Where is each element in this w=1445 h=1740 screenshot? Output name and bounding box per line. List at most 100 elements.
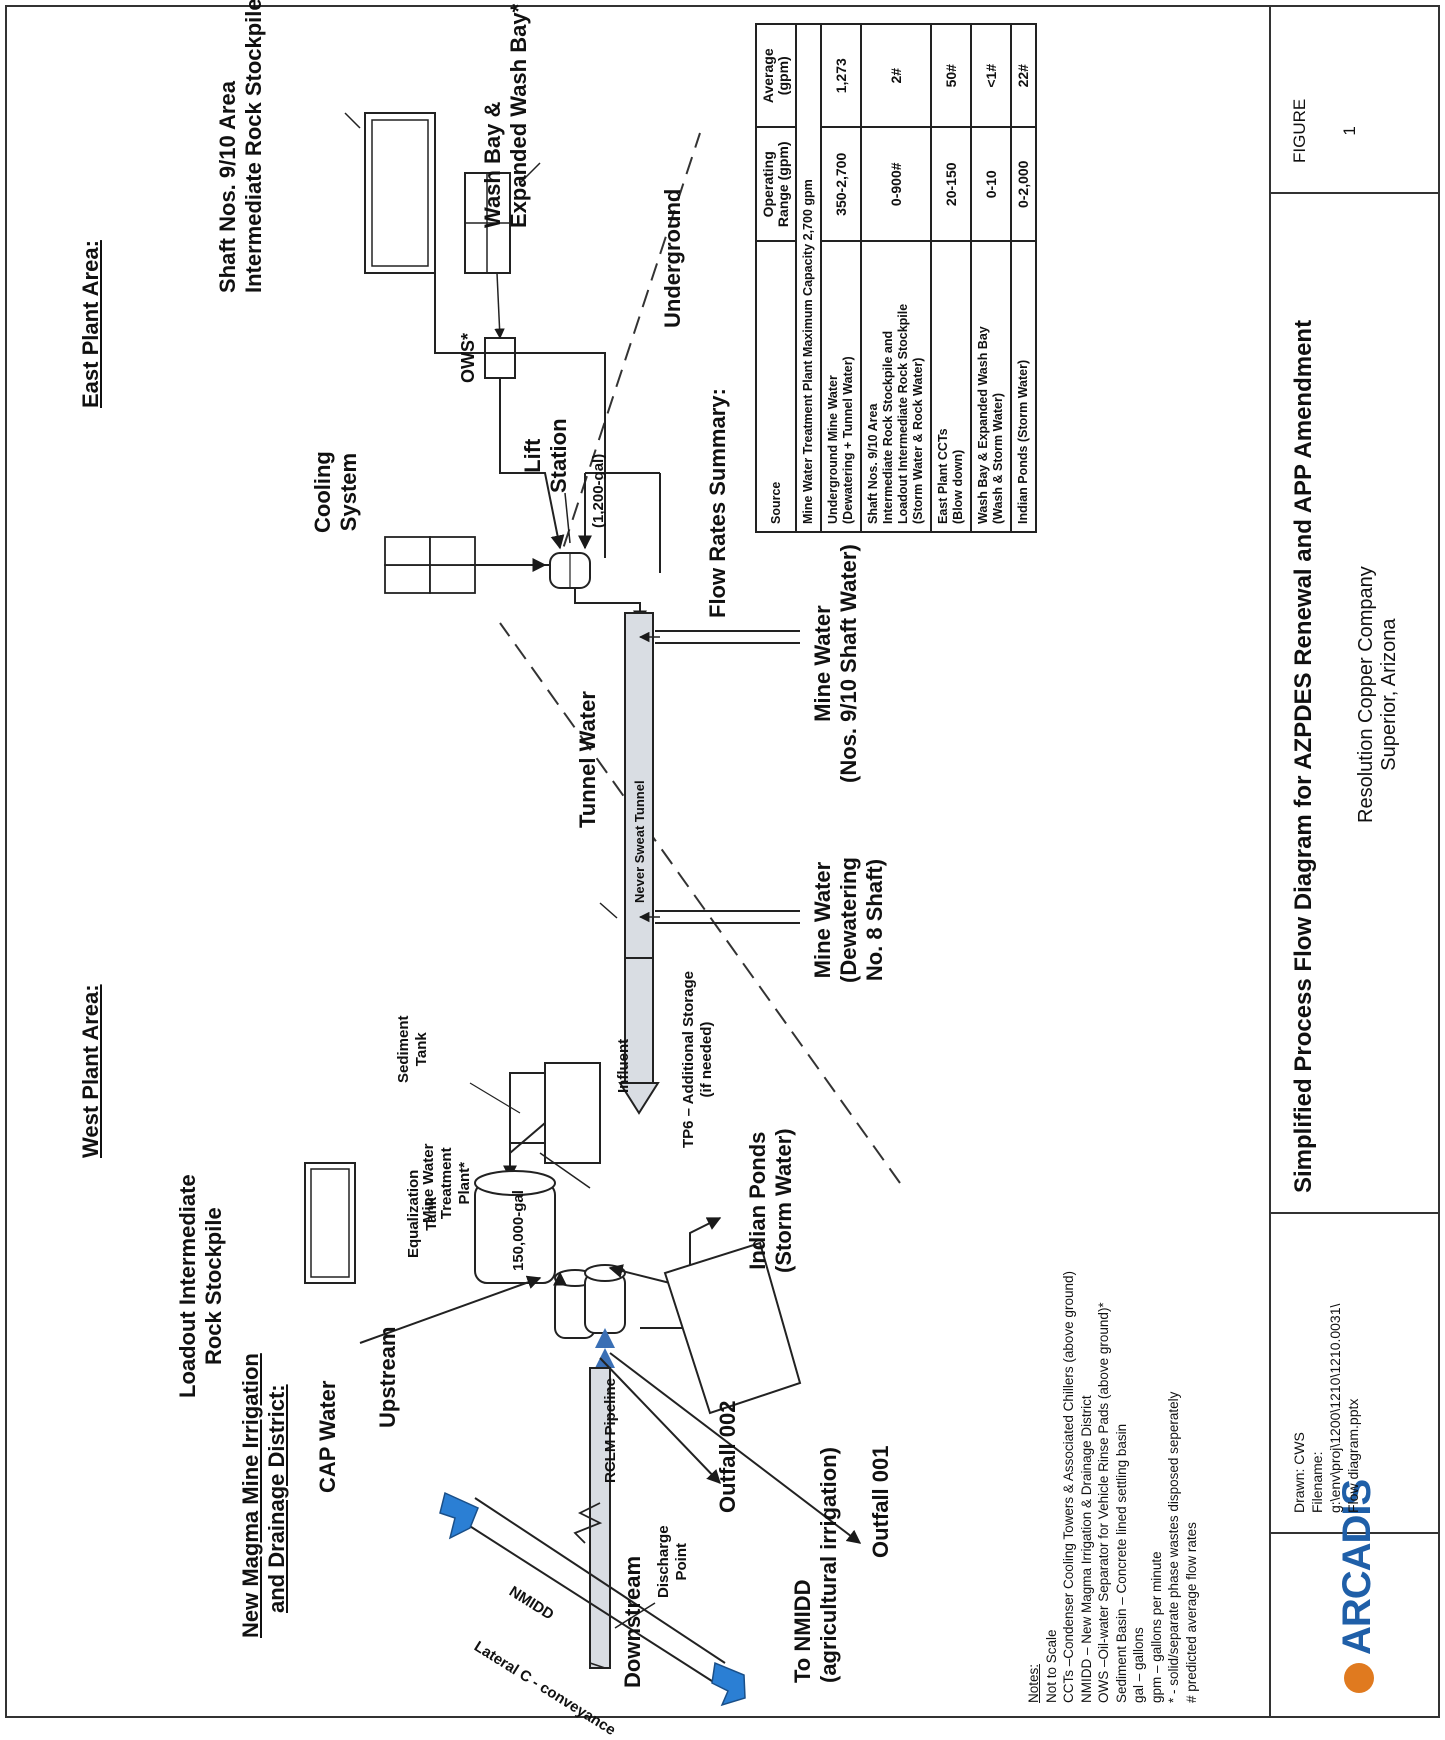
loadout-stockpile-symbol [304, 1162, 356, 1284]
table-row: East Plant CCTs(Blow down) 20-150 50# [931, 24, 971, 532]
influent-label: Influent [615, 1038, 632, 1093]
downstream-label: Downstream [620, 1555, 645, 1688]
note-line: gpm – gallons per minute [1148, 1551, 1164, 1703]
filename-path: g:\env\proj\1200\1210\1210.0031\ [1327, 1303, 1343, 1513]
note-line: * - solid/separate phase wastes disposed… [1166, 1391, 1181, 1703]
ows-symbol [484, 337, 516, 379]
cooling-system-symbol [384, 536, 476, 594]
filename-file: Flow diagram.pptx [1345, 1398, 1361, 1513]
header-source: Source [756, 241, 796, 532]
table-header-row: Source Operating Range (gpm) Average (gp… [756, 24, 796, 532]
never-sweat-tunnel-label: Never Sweat Tunnel [632, 780, 647, 903]
capacity-cell: Mine Water Treatment Plant Maximum Capac… [796, 24, 821, 532]
east-plant-area-header: East Plant Area: [78, 240, 103, 408]
table-capacity-row: Mine Water Treatment Plant Maximum Capac… [796, 24, 821, 532]
figure-block: FIGURE 1 [1290, 99, 1360, 163]
note-line: Sediment Basin – Concrete lined settling… [1113, 1423, 1129, 1703]
range-cell: 0-10 [971, 127, 1011, 242]
table-row: Wash Bay & Expanded Wash Bay(Wash & Stor… [971, 24, 1011, 532]
lateral-c-conveyance [439, 1491, 746, 1707]
note-line: OWS –Oil-water Separator for Vehicle Rin… [1096, 1302, 1111, 1703]
flow-summary-title: Flow Rates Summary: [705, 388, 730, 618]
west-plant-area-header: West Plant Area: [78, 984, 103, 1158]
nmidd-header-line1: New Magma Mine Irrigation [238, 1353, 263, 1638]
range-cell: 0-900# [861, 127, 931, 242]
underground-label: Underground [660, 188, 685, 328]
note-line: NMIDD – New Magma Irrigation & Drainage … [1078, 1395, 1094, 1703]
ows-label: OWS* [458, 332, 478, 383]
note-line: gal – gallons [1131, 1627, 1146, 1703]
to-nmidd-label: To NMIDD(agricultural irrigation) [790, 1447, 841, 1683]
filename-label: Filename: [1309, 1451, 1325, 1513]
source-cell: East Plant CCTs(Blow down) [931, 241, 971, 532]
flow-rates-table: Source Operating Range (gpm) Average (gp… [755, 23, 1037, 533]
company-block: Resolution Copper Company Superior, Ariz… [1355, 566, 1401, 823]
wash-bay-label: Wash Bay &Expanded Wash Bay* [480, 3, 531, 228]
tunnel-water-label: Tunnel Water [575, 691, 600, 828]
notes-block: Notes: Not to Scale CCTs –Condenser Cool… [1025, 1271, 1200, 1703]
mine-water-shaft-label: Mine Water(Nos. 9/10 Shaft Water) [810, 544, 861, 783]
equalization-tank-capacity: 150,000-gal [510, 1190, 527, 1271]
note-line: # predicted average flow rates [1183, 1522, 1199, 1703]
rclm-pipeline [573, 1367, 611, 1669]
note-line: Not to Scale [1043, 1629, 1059, 1703]
average-cell: 22# [1011, 24, 1036, 128]
table-row: Indian Ponds (Storm Water) 0-2,000 22# [1011, 24, 1036, 532]
note-line: CCTs –Condenser Cooling Towers & Associa… [1061, 1271, 1076, 1703]
company-location: Superior, Arizona [1378, 618, 1400, 771]
drawn-by: Drawn: CWS [1291, 1432, 1307, 1513]
average-cell: 2# [861, 24, 931, 128]
never-sweat-tunnel-pipe [618, 612, 660, 1115]
shaft-stockpile-symbol [364, 112, 436, 274]
underground-boundary-west [499, 622, 901, 1184]
title-block-info: Drawn: CWS Filename: g:\env\proj\1200\12… [1290, 1304, 1362, 1513]
lift-station-capacity: (1,200-gal) [590, 453, 607, 528]
valve-symbol [595, 1328, 615, 1368]
indian-ponds-label: Indian Ponds(Storm Water) [745, 1128, 796, 1273]
lift-station-symbol [549, 552, 591, 589]
source-cell: Indian Ponds (Storm Water) [1011, 241, 1036, 532]
tp6-label: TP6 – Additional Storage(if needed) [680, 971, 715, 1148]
range-cell: 350-2,700 [821, 127, 861, 242]
underground-boundary-east [554, 132, 701, 574]
mine-water-treatment-plant-symbol [554, 1264, 626, 1339]
outfall-001-label: Outfall 001 [868, 1445, 893, 1558]
nmidd-header-line2: and Drainage District: [264, 1384, 289, 1613]
header-range: Operating Range (gpm) [756, 127, 796, 242]
indian-ponds-symbol [663, 1241, 802, 1415]
company-name: Resolution Copper Company [1355, 566, 1377, 823]
source-cell: Wash Bay & Expanded Wash Bay(Wash & Stor… [971, 241, 1011, 532]
sediment-tank-symbol [509, 1062, 601, 1164]
outfall-002-label: Outfall 002 [715, 1400, 740, 1513]
header-average: Average (gpm) [756, 24, 796, 128]
range-cell: 20-150 [931, 127, 971, 242]
range-cell: 0-2,000 [1011, 127, 1036, 242]
figure-number: 1 [1340, 126, 1359, 136]
wash-bay-symbol [464, 172, 511, 274]
average-cell: 1,273 [821, 24, 861, 128]
page-frame [5, 5, 1440, 1718]
average-cell: 50# [931, 24, 971, 128]
upstream-label: Upstream [375, 1326, 400, 1428]
logo-mark-icon [1344, 1663, 1375, 1693]
source-cell: Underground Mine Water(Dewatering + Tunn… [821, 241, 861, 532]
cap-water-label: CAP Water [315, 1380, 340, 1493]
average-cell: <1# [971, 24, 1011, 128]
equalization-tank-symbol [474, 1170, 556, 1284]
rclm-pipeline-label: RCLM Pipeline [602, 1377, 619, 1483]
table-row: Underground Mine Water(Dewatering + Tunn… [821, 24, 861, 532]
notes-title: Notes: [1026, 1663, 1041, 1703]
